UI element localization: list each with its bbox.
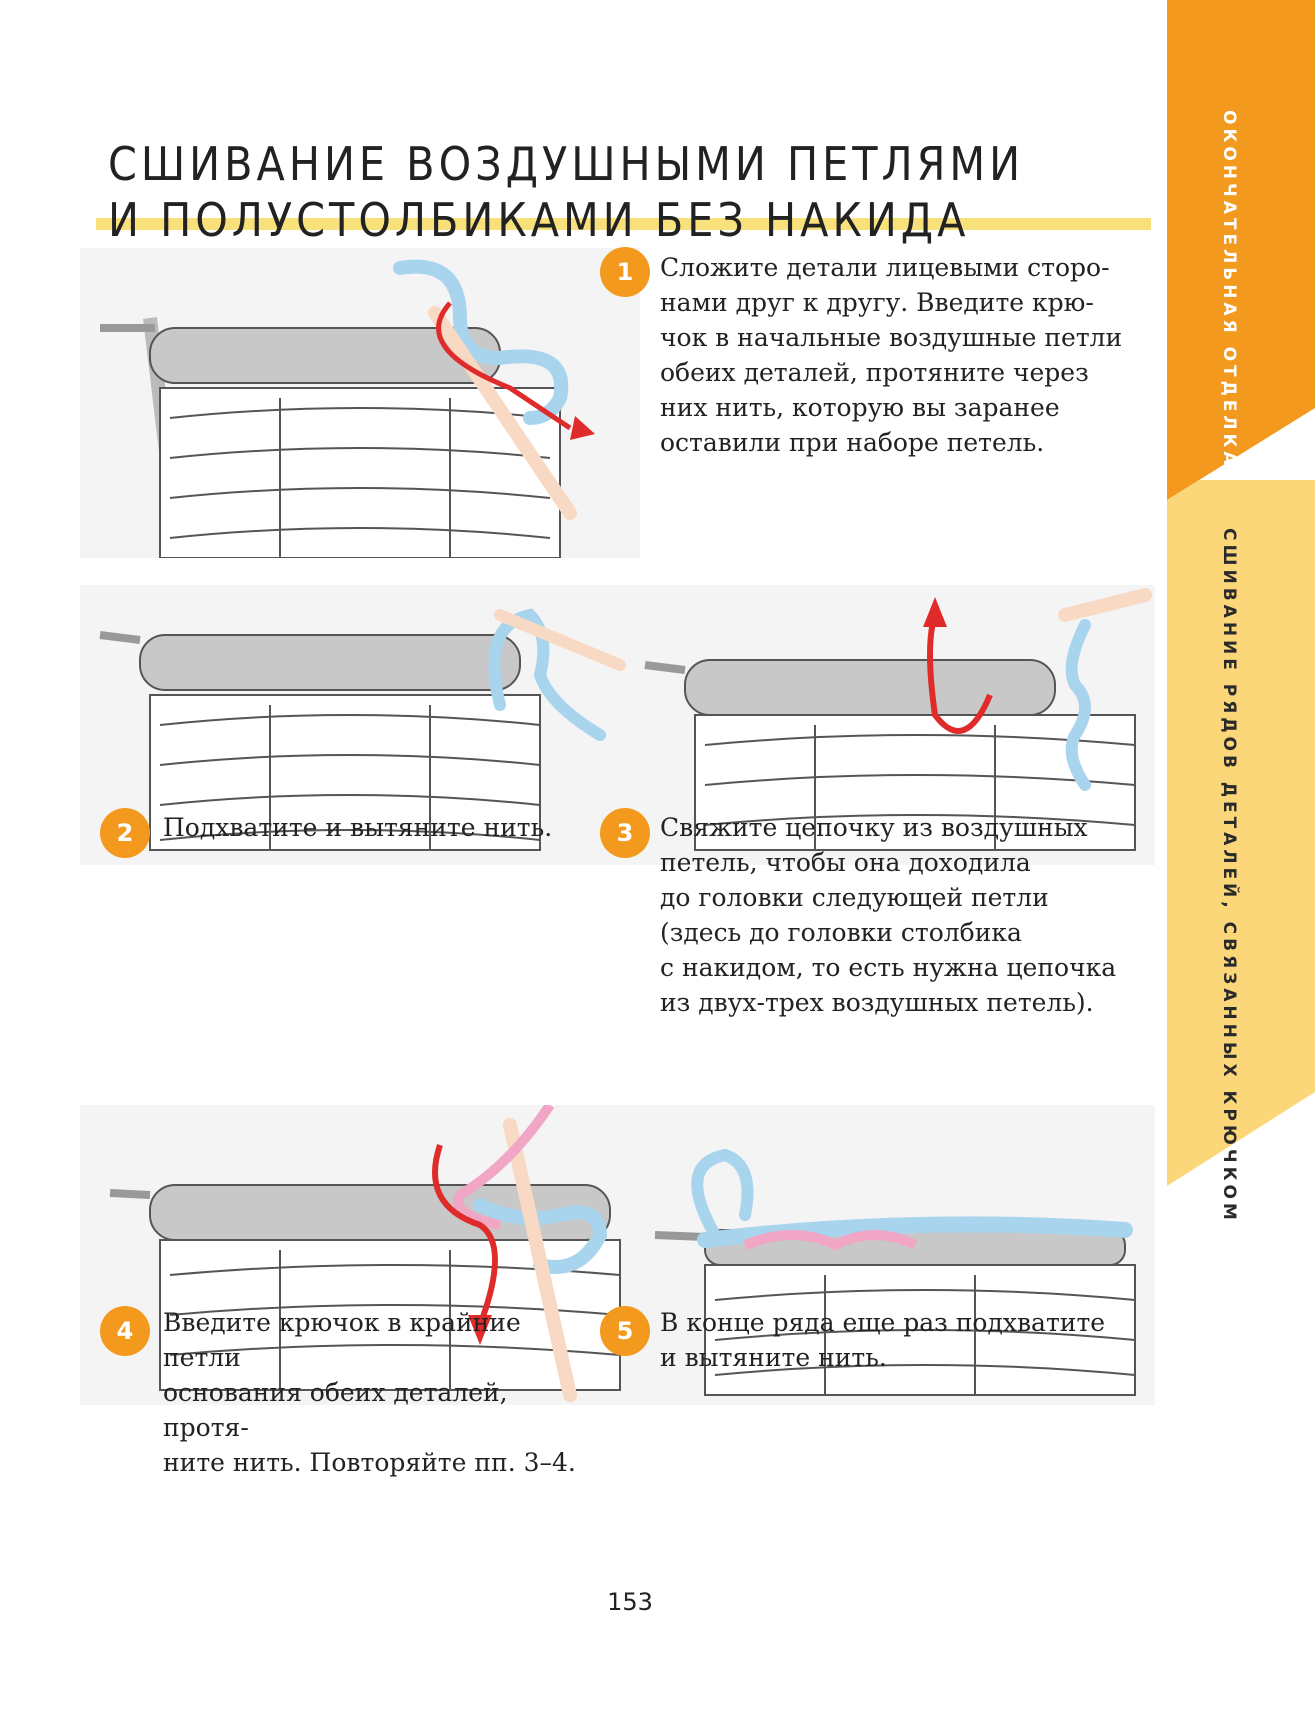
title-line-2: И ПОЛУСТОЛБИКАМИ БЕЗ НАКИДА: [108, 193, 970, 247]
chapter-tab: ОКОНЧАТЕЛЬНАЯ ОТДЕЛКА: [1167, 0, 1315, 500]
step-4-badge: 4: [100, 1306, 150, 1356]
page-number: 153: [607, 1588, 653, 1616]
step-1-illustration: [80, 248, 640, 558]
step-2-illustration: [80, 585, 640, 865]
step-2: Подхватите и вытяните нить.: [163, 810, 583, 845]
step-3-badge: 3: [600, 808, 650, 858]
step-4: Введите крючок в крайние петли основания…: [163, 1305, 583, 1480]
step-3-illustration: [635, 585, 1155, 865]
chapter-tab-shape: [1167, 0, 1315, 500]
step-2-text: Подхватите и вытяните нить.: [163, 813, 553, 842]
section-tab: СШИВАНИЕ РЯДОВ ДЕТАЛЕЙ, СВЯЗАННЫХ КРЮЧКО…: [1167, 408, 1315, 1224]
step-1-badge: 1: [600, 247, 650, 297]
step-5-badge: 5: [600, 1306, 650, 1356]
page-title: СШИВАНИЕ ВОЗДУШНЫМИ ПЕТЛЯМИ И ПОЛУСТОЛБИ…: [108, 136, 1148, 248]
step-3-text: Свяжите цепочку из воздушных петель, что…: [660, 813, 1117, 1017]
step-5-illustration: [635, 1105, 1155, 1405]
section-tab-label: СШИВАНИЕ РЯДОВ ДЕТАЛЕЙ, СВЯЗАННЫХ КРЮЧКО…: [1219, 528, 1239, 1224]
step-1: Сложите детали лицевыми сторо- нами друг…: [660, 250, 1160, 460]
stitch-diagram-5: [654, 1148, 1136, 1396]
step-5-text: В конце ряда еще раз подхватите и вытяни…: [660, 1308, 1106, 1372]
step-5: В конце ряда еще раз подхватите и вытяни…: [660, 1305, 1160, 1375]
stitch-diagram-1: [100, 259, 595, 558]
step-4-text: Введите крючок в крайние петли основания…: [163, 1308, 576, 1477]
stitch-diagram-4: [109, 1105, 621, 1402]
step-1-text: Сложите детали лицевыми сторо- нами друг…: [660, 253, 1123, 457]
stitch-diagram-2: [99, 608, 626, 851]
step-3: Свяжите цепочку из воздушных петель, что…: [660, 810, 1160, 1020]
section-tab-shape: [1167, 408, 1315, 1186]
chapter-tab-label: ОКОНЧАТЕЛЬНАЯ ОТДЕЛКА: [1219, 110, 1239, 469]
title-underline: [96, 218, 1151, 230]
step-4-illustration: [80, 1105, 640, 1405]
step-2-badge: 2: [100, 808, 150, 858]
title-line-1: СШИВАНИЕ ВОЗДУШНЫМИ ПЕТЛЯМИ: [108, 137, 1025, 191]
stitch-diagram-3: [644, 588, 1152, 851]
